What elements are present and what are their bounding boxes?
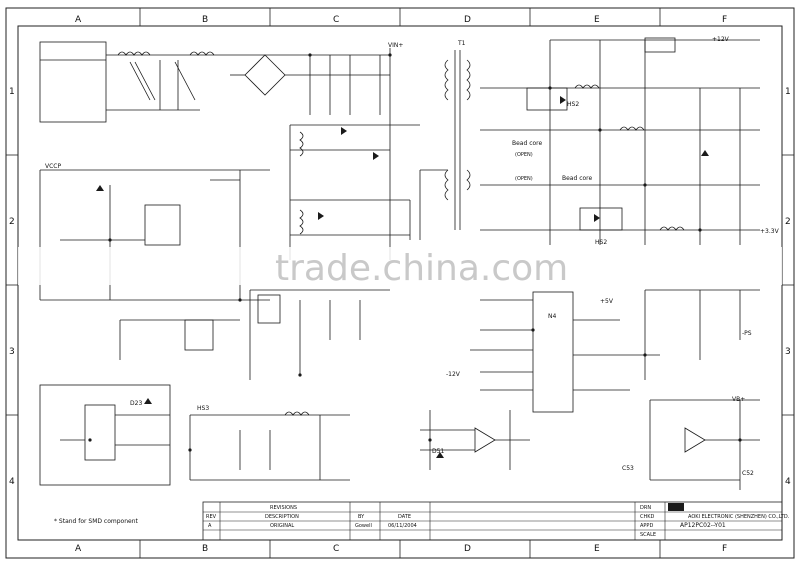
tb-rev-hdr: REV — [206, 514, 217, 520]
grid-row-4-left: 4 — [9, 477, 15, 487]
note-open-1: (OPEN) — [515, 152, 533, 158]
tb-by-hdr: BY — [358, 514, 365, 520]
note-bead-core-2: Bead core — [562, 175, 593, 182]
grid-col-b-top: B — [202, 15, 208, 25]
label-vb: VB+ — [732, 396, 745, 403]
label-plus12v: +12V — [712, 36, 730, 43]
tb-drn: DRN — [640, 505, 651, 511]
grid-columns-bottom: A B C D E F — [75, 544, 727, 554]
label-hs2: HS2 — [595, 239, 607, 246]
tb-revisions: REVISIONS — [270, 505, 297, 511]
label-hs3: HS3 — [197, 405, 209, 412]
tb-by-a: Gowell — [355, 523, 372, 529]
watermark-band — [18, 247, 782, 285]
grid-col-f-bottom: F — [722, 544, 727, 554]
grid-row-1-left: 1 — [9, 87, 15, 97]
grid-col-e-bottom: E — [594, 544, 600, 554]
grid-row-4-right: 4 — [785, 477, 791, 487]
watermark-text: trade.china.com — [275, 248, 568, 289]
grid-col-d-top: D — [464, 15, 471, 25]
tb-scale: SCALE — [640, 532, 656, 538]
grid-rows-left: 1 2 3 4 — [9, 87, 15, 487]
grid-col-d-bottom: D — [464, 544, 471, 554]
grid-col-f-top: F — [722, 15, 727, 25]
grid-rows-right: 1 2 3 4 — [785, 87, 791, 487]
tb-appd: APPD — [640, 523, 653, 529]
grid-row-3-left: 3 — [9, 347, 15, 357]
grid-row-3-right: 3 — [785, 347, 791, 357]
grid-ticks — [6, 8, 794, 558]
grid-columns-top: A B C D E F — [75, 15, 727, 25]
grid-col-c-top: C — [333, 15, 339, 25]
label-vin: VIN+ — [388, 42, 403, 49]
grid-row-2-right: 2 — [785, 217, 791, 227]
label-d51: D51 — [432, 448, 444, 455]
label-c53: C53 — [622, 465, 634, 472]
note-bead-core-1: Bead core — [512, 140, 543, 147]
label-t1: T1 — [457, 40, 466, 47]
label-minus12v: -12V — [446, 371, 461, 378]
tb-description: DESCRIPTION — [265, 514, 299, 520]
company-logo — [668, 503, 684, 511]
label-c52: C52 — [742, 470, 754, 477]
tb-date-hdr: DATE — [398, 514, 411, 520]
tb-date-a: 06/11/2004 — [388, 523, 417, 529]
note-smd: * Stand for SMD component — [54, 518, 139, 525]
tb-company: AOKI ELECTRONIC (SHENZHEN) CO.,LTD. — [688, 514, 790, 520]
label-n4: N4 — [548, 313, 556, 320]
tb-rev-a: A — [208, 523, 212, 529]
label-ps: -PS — [742, 330, 752, 337]
grid-col-e-top: E — [594, 15, 600, 25]
component-labels: VIN+ T1 VCCP HS2 HS2 HS3 N4 D23 D51 C52 … — [45, 36, 780, 477]
title-block: REVISIONS DESCRIPTION ORIGINAL REV BY DA… — [202, 501, 790, 541]
grid-col-a-top: A — [75, 15, 82, 25]
notes: Bead core Bead core (OPEN) (OPEN) * Stan… — [54, 140, 593, 525]
grid-col-a-bottom: A — [75, 544, 82, 554]
label-vccp: VCCP — [45, 163, 61, 170]
grid-row-2-left: 2 — [9, 217, 15, 227]
note-open-2: (OPEN) — [515, 176, 533, 182]
tb-original: ORIGINAL — [270, 523, 294, 529]
grid-row-1-right: 1 — [785, 87, 791, 97]
label-plus33v: +3.3V — [760, 228, 780, 235]
label-plus5v: +5V — [600, 298, 614, 305]
grid-col-c-bottom: C — [333, 544, 339, 554]
label-hs1: HS2 — [567, 101, 579, 108]
tb-model: AP12PC02--Y01 — [680, 522, 726, 529]
label-d23: D23 — [130, 400, 142, 407]
component-markers — [88, 53, 742, 458]
grid-col-b-bottom: B — [202, 544, 208, 554]
tb-chkd: CHKD — [640, 514, 655, 520]
